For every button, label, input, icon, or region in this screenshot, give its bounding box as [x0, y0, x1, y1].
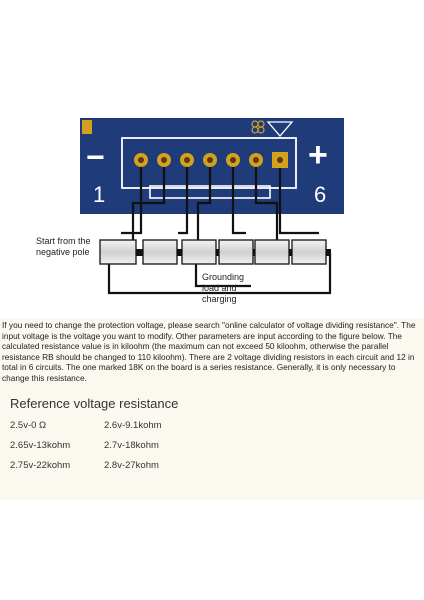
reference-cell: 2.75v-22kohm	[10, 460, 71, 471]
plus-sign: +	[308, 136, 328, 174]
start-label-line: negative pole	[36, 247, 90, 257]
battery-cells	[99, 239, 327, 265]
start-label: Start from the negative pole	[36, 236, 106, 258]
ground-label-line: Grounding	[202, 272, 245, 282]
reference-cell: 2.7v-18kohm	[104, 440, 159, 451]
ground-label-line: load and	[202, 283, 237, 293]
ground-label: Grounding load and charging	[202, 272, 262, 305]
minus-sign: −	[86, 139, 105, 175]
triangle-mark-icon	[266, 121, 294, 137]
notes-panel: If you need to change the protection vol…	[0, 318, 424, 500]
ground-label-line: charging	[202, 294, 237, 304]
reference-cell: 2.6v-9.1kohm	[104, 420, 162, 431]
reference-cell: 2.8v-27kohm	[104, 460, 159, 471]
pin-label-first: 1	[93, 182, 105, 207]
reference-cell: 2.5v-0 Ω	[10, 420, 47, 431]
wiring-diagram: − + 1 6	[80, 118, 344, 295]
recycle-logo-icon	[251, 120, 265, 134]
start-label-line: Start from the	[36, 236, 91, 246]
reference-title: Reference voltage resistance	[10, 396, 179, 411]
connector-pads	[134, 152, 288, 168]
reference-cell: 2.65v-13kohm	[10, 440, 71, 451]
cell-nodes	[136, 249, 331, 256]
wires	[107, 164, 332, 295]
description-text: If you need to change the protection vol…	[2, 320, 416, 383]
corner-pad	[82, 120, 92, 134]
pin-label-last: 6	[314, 182, 326, 207]
